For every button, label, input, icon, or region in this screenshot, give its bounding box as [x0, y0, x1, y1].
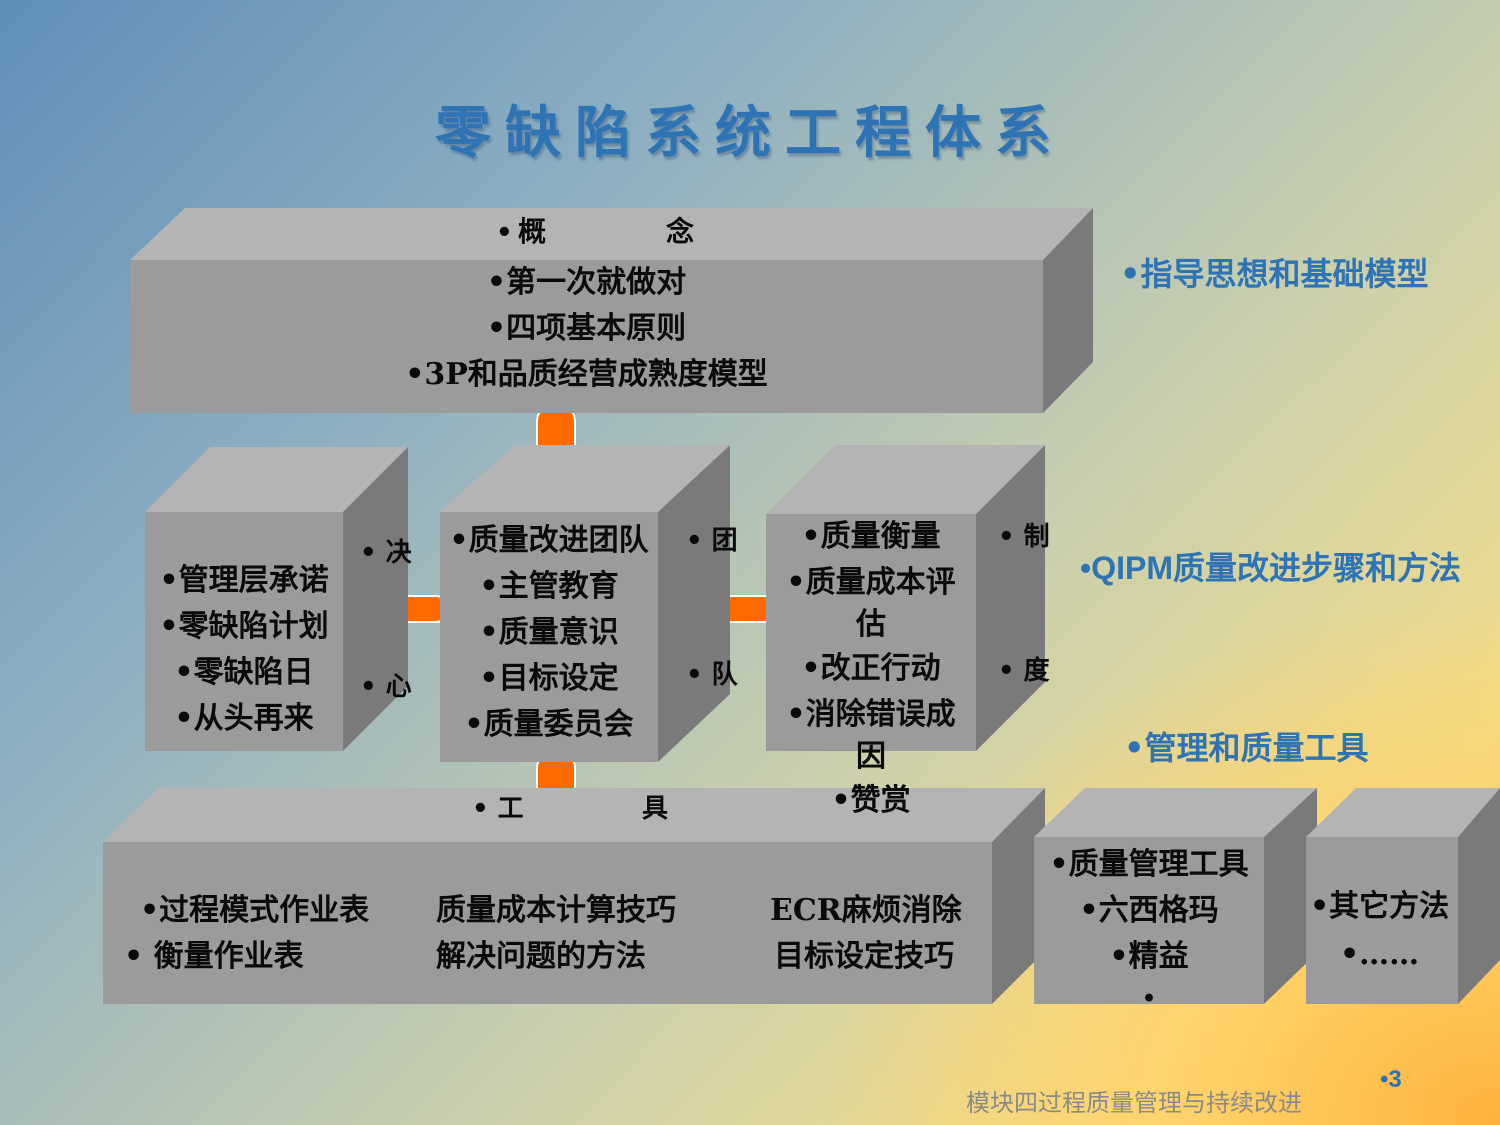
side-label-qipm: •QIPM质量改进步骤和方法: [1080, 550, 1461, 586]
quality-tools-line: •精益: [1109, 939, 1189, 974]
side-label-tools: •管理和质量工具: [1124, 729, 1369, 767]
quality-tools-box: [1034, 788, 1317, 1004]
concept-line: •第一次就做对: [486, 265, 687, 300]
footer-text: 模块四过程质量管理与持续改进: [966, 1089, 1302, 1117]
concept-line: •四项基本原则: [486, 311, 687, 346]
determination-line: •零缺陷日: [174, 655, 314, 690]
team-box: [440, 445, 730, 762]
team-line: •质量委员会: [464, 707, 634, 742]
team-line: •质量改进团队: [449, 523, 649, 558]
determination-line: •零缺陷计划: [159, 609, 329, 644]
other-methods-box: [1306, 788, 1500, 1004]
team-line: •主管教育: [479, 569, 619, 604]
concept-label-1: 概: [518, 215, 547, 248]
tools-item: • 衡量作业表: [124, 939, 304, 974]
determination-side-label-2: • 心: [360, 672, 412, 702]
concept-bullet: •: [496, 218, 513, 248]
tools-box: [103, 788, 1045, 1004]
tools-label-1: • 工: [472, 794, 524, 824]
system-line: 因: [856, 739, 886, 774]
system-line: •消除错误成: [786, 697, 956, 732]
tools-item: 解决问题的方法: [436, 939, 646, 974]
tools-item: 目标设定技巧: [774, 939, 954, 974]
tools-label-2: 具: [642, 794, 669, 824]
concept-label-2: 念: [666, 215, 695, 248]
concept-box: [130, 208, 1093, 413]
tools-item: 质量成本计算技巧: [436, 893, 676, 928]
system-line: •改正行动: [801, 651, 941, 686]
system-box: [766, 445, 1045, 751]
team-side-label-1: • 团: [686, 526, 738, 556]
quality-tools-line: •六西格玛: [1079, 893, 1219, 928]
other-methods-line: •……: [1340, 937, 1420, 972]
system-line: •质量衡量: [801, 519, 941, 554]
concept-line: •3P和品质经营成熟度模型: [405, 357, 768, 392]
determination-side-label-1: • 决: [360, 538, 412, 568]
slide-title: 零缺陷系统工程体系: [435, 100, 1065, 166]
system-line: •质量成本评: [786, 565, 956, 600]
side-label-guide: •指导思想和基础模型: [1120, 255, 1429, 293]
system-line: 估: [856, 607, 886, 642]
system-side-label-2: • 度: [998, 656, 1050, 686]
tools-item: ECR麻烦消除: [770, 893, 962, 928]
quality-tools-line: •质量管理工具: [1049, 847, 1249, 882]
team-side-label-2: • 队: [686, 660, 738, 690]
team-line: •质量意识: [479, 615, 619, 650]
determination-box: [145, 447, 408, 751]
determination-line: •管理层承诺: [159, 563, 329, 598]
determination-line: •从头再来: [174, 701, 314, 736]
team-line: •目标设定: [479, 661, 619, 696]
quality-tools-line: •: [1141, 986, 1157, 1012]
other-methods-line: •其它方法: [1310, 889, 1450, 924]
system-side-label-1: • 制: [998, 522, 1050, 552]
tools-item: •过程模式作业表: [140, 893, 370, 928]
page-number: •3: [1380, 1066, 1402, 1093]
system-line: •赞赏: [831, 783, 911, 818]
